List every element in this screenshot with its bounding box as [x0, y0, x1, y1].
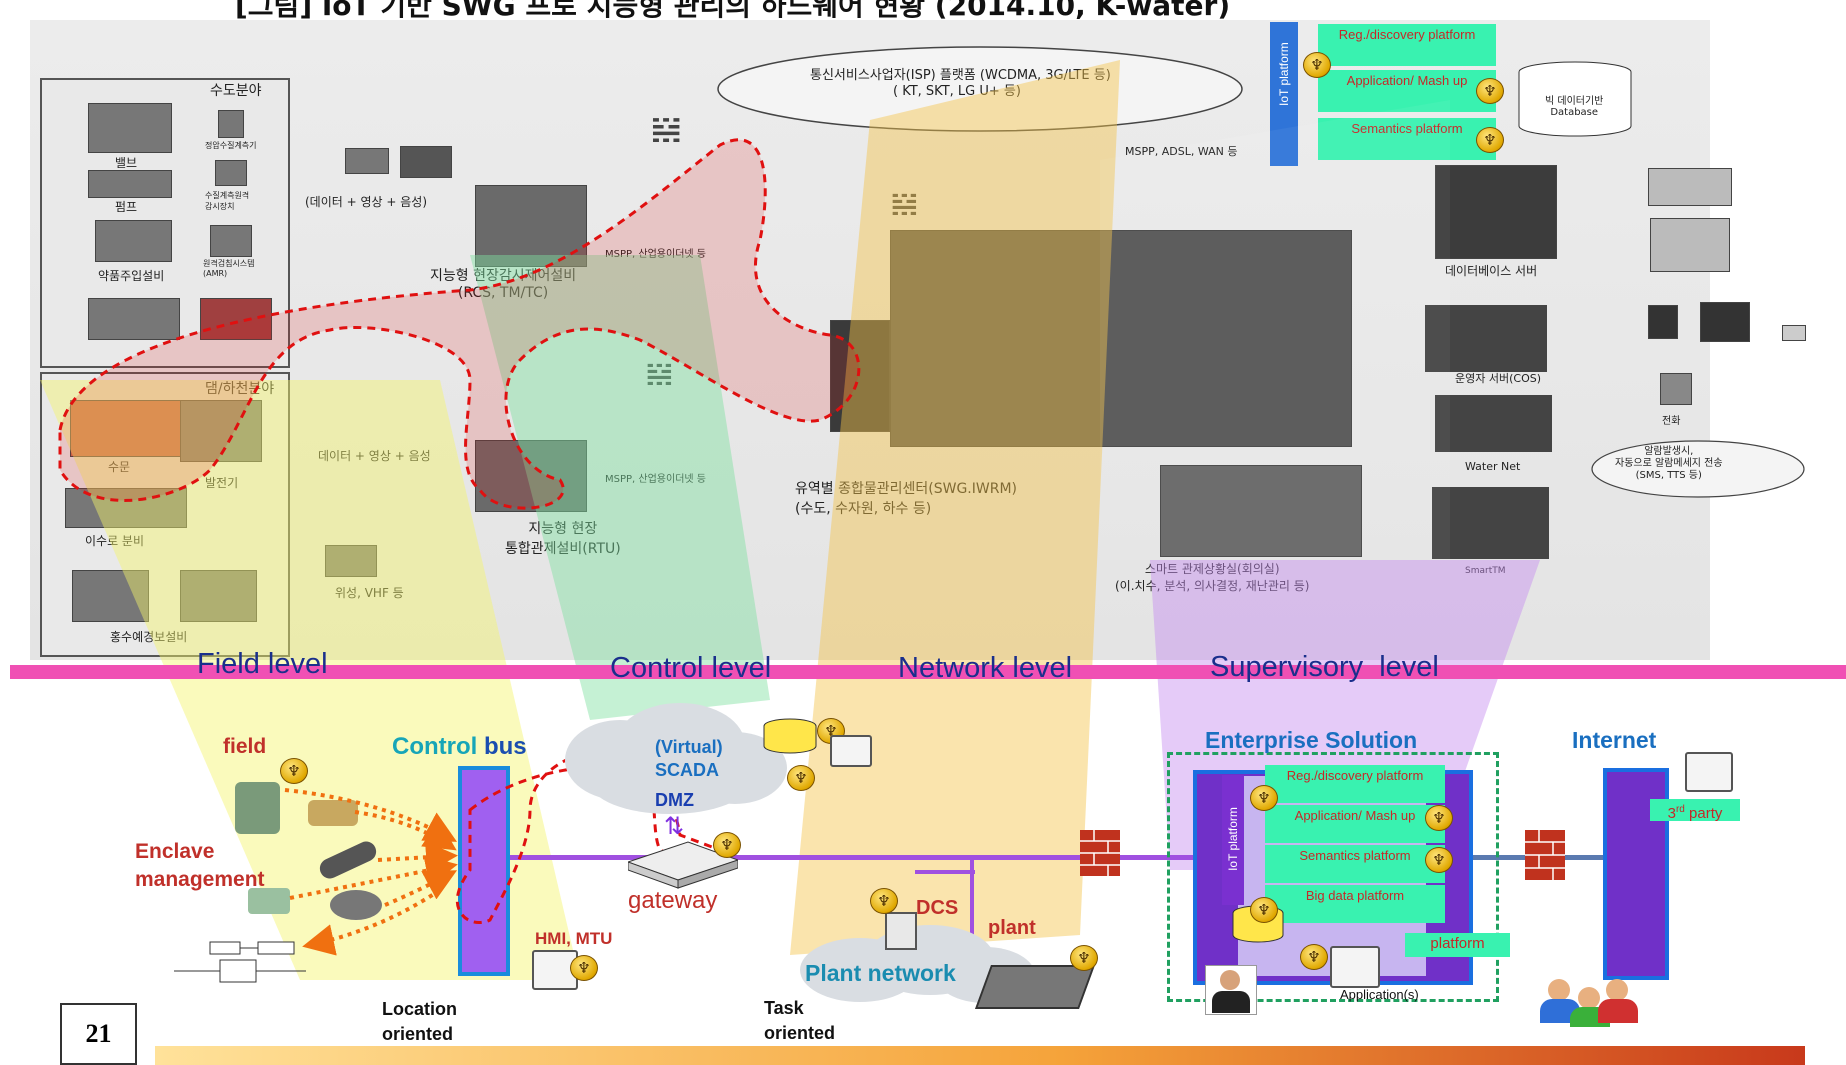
third-party-pc-icon: [1685, 752, 1733, 792]
security-shield-icon: ♆: [1300, 944, 1328, 970]
security-shield-icon: ♆: [1425, 847, 1453, 873]
security-shield-icon: ♆: [1250, 897, 1278, 923]
gateway-label: gateway: [628, 887, 717, 915]
security-shield-icon: ♆: [1425, 805, 1453, 831]
location-oriented-label: Location oriented: [382, 997, 457, 1047]
security-shield-icon: ♆: [1250, 785, 1278, 811]
scada-pc-icon: [830, 735, 872, 767]
scada-label: SCADA: [655, 760, 719, 781]
plant-console-icon: [975, 965, 1095, 1009]
applications-label: Application(s): [1340, 987, 1419, 1002]
plant-network-label: Plant network: [805, 960, 956, 987]
big-data-box-bottom: Big data platform: [1265, 885, 1445, 923]
security-shield-icon: ♆: [570, 955, 598, 981]
reg-discovery-box-bottom: Reg./discovery platform: [1265, 765, 1445, 803]
security-shield-icon: ♆: [870, 888, 898, 914]
semantics-box-bottom: Semantics platform: [1265, 845, 1445, 883]
dcs-server-icon: [885, 912, 917, 950]
security-shield-icon: ♆: [713, 832, 741, 858]
dcs-label: DCS: [916, 897, 958, 920]
firewall-icon: [1525, 830, 1565, 880]
platform-box: platform: [1405, 933, 1510, 957]
enterprise-solution-label: Enterprise Solution: [1205, 727, 1417, 754]
hmi-mtu-label: HMI, MTU: [535, 929, 612, 949]
third-party-box: 3rd party: [1650, 799, 1740, 821]
task-oriented-label: Task oriented: [764, 996, 835, 1046]
dmz-up-arrow: ⇅: [664, 812, 684, 840]
internet-label: Internet: [1572, 727, 1656, 754]
user-avatar-icon: [1205, 965, 1257, 1015]
page-number: 21: [60, 1003, 137, 1065]
security-shield-icon: ♆: [787, 765, 815, 791]
security-shield-icon: ♆: [1070, 945, 1098, 971]
scada-database-icon: [760, 718, 820, 754]
dmz-label: DMZ: [655, 790, 694, 811]
footer-gradient-bar: [155, 1046, 1805, 1065]
applications-pc-icon: [1330, 946, 1380, 988]
virtual-label: (Virtual): [655, 737, 723, 758]
application-mashup-box-bottom: Application/ Mash up: [1265, 805, 1445, 843]
iot-platform-label-bottom: IoT platform: [1226, 799, 1240, 879]
users-group-icon: [1540, 975, 1638, 1027]
plant-label: plant: [988, 917, 1036, 940]
firewall-icon: [1080, 830, 1120, 876]
